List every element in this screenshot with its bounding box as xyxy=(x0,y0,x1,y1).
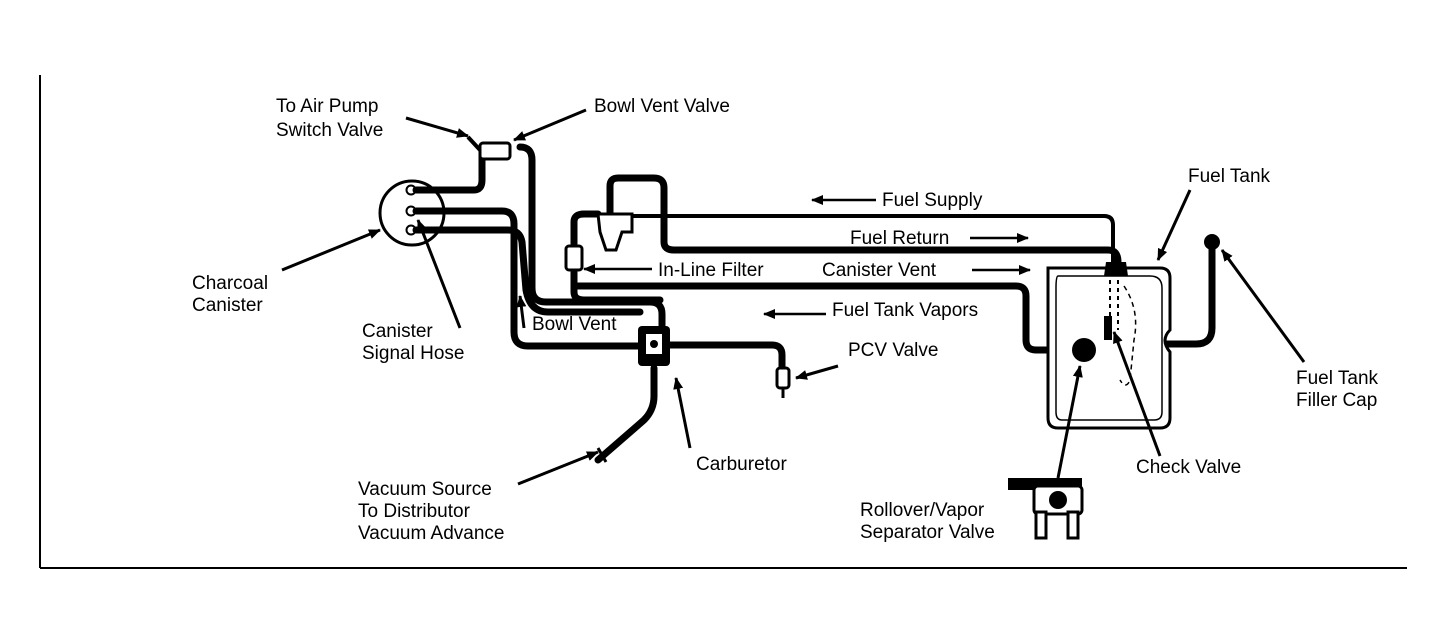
label-charcoal-canister-1: Charcoal xyxy=(192,273,268,294)
label-bowl-vent: Bowl Vent xyxy=(532,314,617,335)
label-fuel-tank: Fuel Tank xyxy=(1188,166,1271,187)
in-line-filter xyxy=(564,244,584,272)
carburetor xyxy=(638,326,670,366)
rollover-valve xyxy=(1008,338,1096,540)
vacuum-source-end xyxy=(596,447,608,463)
label-canister-vent: Canister Vent xyxy=(822,260,937,281)
label-to-air-pump-1: To Air Pump xyxy=(276,96,378,117)
label-rollover-1: Rollover/Vapor xyxy=(860,500,985,521)
label-fuel-tank-vapors: Fuel Tank Vapors xyxy=(832,300,978,321)
label-fuel-return: Fuel Return xyxy=(850,228,949,249)
label-filler-cap-2: Filler Cap xyxy=(1296,390,1377,411)
leader-lines xyxy=(281,108,1306,486)
label-vacuum-source-3: Vacuum Advance xyxy=(358,523,504,544)
label-vacuum-source-2: To Distributor xyxy=(358,501,471,522)
label-check-valve: Check Valve xyxy=(1136,457,1241,478)
hose-network xyxy=(412,143,1216,464)
label-charcoal-canister-2: Canister xyxy=(192,295,263,316)
label-in-line-filter: In-Line Filter xyxy=(658,260,764,281)
label-filler-cap-1: Fuel Tank xyxy=(1296,368,1379,389)
flow-arrows xyxy=(583,195,1031,319)
pcv-valve xyxy=(775,366,791,398)
label-to-air-pump-2: Switch Valve xyxy=(276,120,383,141)
label-canister-signal-1: Canister xyxy=(362,321,433,342)
bowl-vent-valve xyxy=(466,135,512,161)
label-pcv-valve: PCV Valve xyxy=(848,340,938,361)
filler-cap xyxy=(1204,234,1220,250)
label-vacuum-source-1: Vacuum Source xyxy=(358,479,492,500)
label-canister-signal-2: Signal Hose xyxy=(362,343,464,364)
label-fuel-supply: Fuel Supply xyxy=(882,190,983,211)
fuel-pump xyxy=(596,212,634,252)
fuel-tank xyxy=(1046,262,1172,430)
label-bowl-vent-valve: Bowl Vent Valve xyxy=(594,96,730,117)
label-rollover-2: Separator Valve xyxy=(860,522,995,543)
label-carburetor: Carburetor xyxy=(696,454,787,475)
